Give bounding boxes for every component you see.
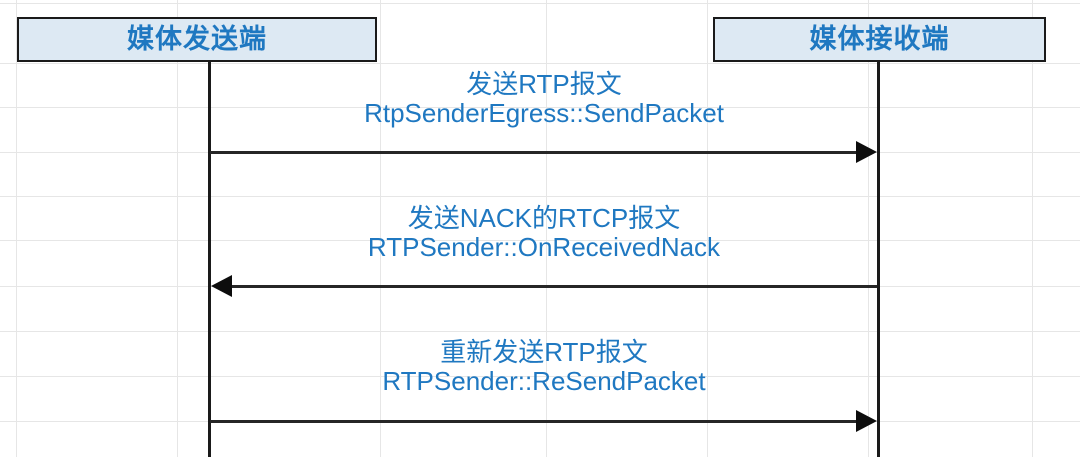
grid-line-horizontal [0, 331, 1080, 332]
message-1-labels: 发送RTP报文 RtpSenderEgress::SendPacket [210, 69, 878, 129]
participant-sender[interactable]: 媒体发送端 [17, 17, 377, 62]
message-2-label-code: RTPSender::OnReceivedNack [367, 232, 721, 263]
message-2-label-cn: 发送NACK的RTCP报文 [407, 203, 681, 233]
lifeline-sender [208, 62, 211, 457]
message-2-arrow-head-left-icon [211, 275, 232, 297]
message-3-arrow-line [210, 420, 865, 423]
grid-line-horizontal [0, 63, 1080, 64]
grid-line-vertical [16, 0, 17, 457]
message-3-arrow-head-right-icon [856, 410, 877, 432]
grid-line-horizontal [0, 3, 1080, 4]
participant-receiver[interactable]: 媒体接收端 [713, 17, 1046, 62]
message-1-arrow-line [210, 151, 865, 154]
grid-line-vertical [1032, 0, 1033, 457]
message-2-arrow-line [222, 285, 877, 288]
message-1-arrow-head-right-icon [856, 141, 877, 163]
participant-receiver-label: 媒体接收端 [809, 24, 950, 54]
lifeline-receiver [877, 62, 880, 457]
message-1-label-code: RtpSenderEgress::SendPacket [364, 98, 724, 129]
message-3-label-code: RTPSender::ReSendPacket [382, 366, 706, 397]
grid-line-horizontal [0, 196, 1080, 197]
message-3-label-cn: 重新发送RTP报文 [440, 337, 648, 367]
message-3-labels: 重新发送RTP报文 RTPSender::ReSendPacket [210, 337, 878, 397]
message-2-labels: 发送NACK的RTCP报文 RTPSender::OnReceivedNack [210, 203, 878, 263]
message-1-label-cn: 发送RTP报文 [466, 69, 622, 99]
grid-line-vertical [177, 0, 178, 457]
participant-sender-label: 媒体发送端 [127, 24, 267, 54]
